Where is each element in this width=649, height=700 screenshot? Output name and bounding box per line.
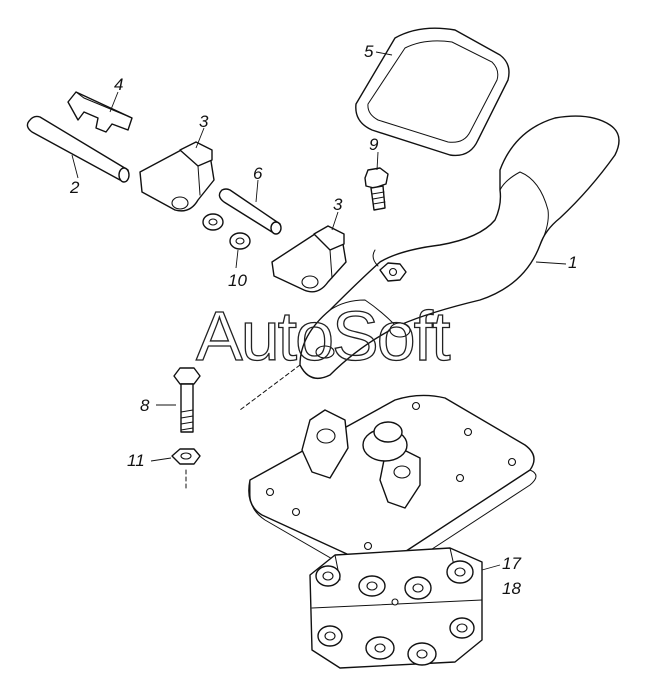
part-10-washers: [202, 213, 251, 250]
callout-4: 4: [114, 75, 123, 94]
callout-9: 9: [369, 135, 379, 154]
autosoft-watermark: AutoSoft: [196, 297, 450, 375]
callout-18: 18: [502, 579, 521, 598]
part-8-bolt: [173, 367, 201, 433]
part-3-yoke-lower: [271, 225, 347, 293]
callout-5: 5: [364, 42, 374, 61]
part-5-pedal-pad: [355, 27, 510, 157]
part-17-18-brake-valve: [248, 394, 537, 669]
part-2-pin: [26, 115, 130, 183]
part-6-pin: [218, 188, 282, 235]
lever-nut: [379, 262, 407, 282]
leader-lines: [71, 51, 567, 571]
part-3-yoke-upper: [139, 141, 215, 212]
assembly-lines: [185, 364, 301, 491]
callout-2: 2: [69, 178, 80, 197]
callout-11: 11: [127, 451, 145, 470]
part-1-pedal-lever: [299, 115, 620, 379]
callout-labels: 4 3 2 6 10 9 5 3 1 8 11 17 18: [69, 42, 577, 598]
callout-1: 1: [568, 253, 577, 272]
callout-3-upper: 3: [199, 112, 209, 131]
part-11-nut: [171, 448, 201, 465]
callout-17: 17: [502, 554, 521, 573]
part-9-bolt: [364, 167, 389, 211]
callout-8: 8: [140, 396, 150, 415]
callout-10: 10: [228, 271, 247, 290]
part-4-clip: [67, 91, 133, 133]
callout-3-lower: 3: [333, 195, 343, 214]
callout-6: 6: [253, 164, 263, 183]
